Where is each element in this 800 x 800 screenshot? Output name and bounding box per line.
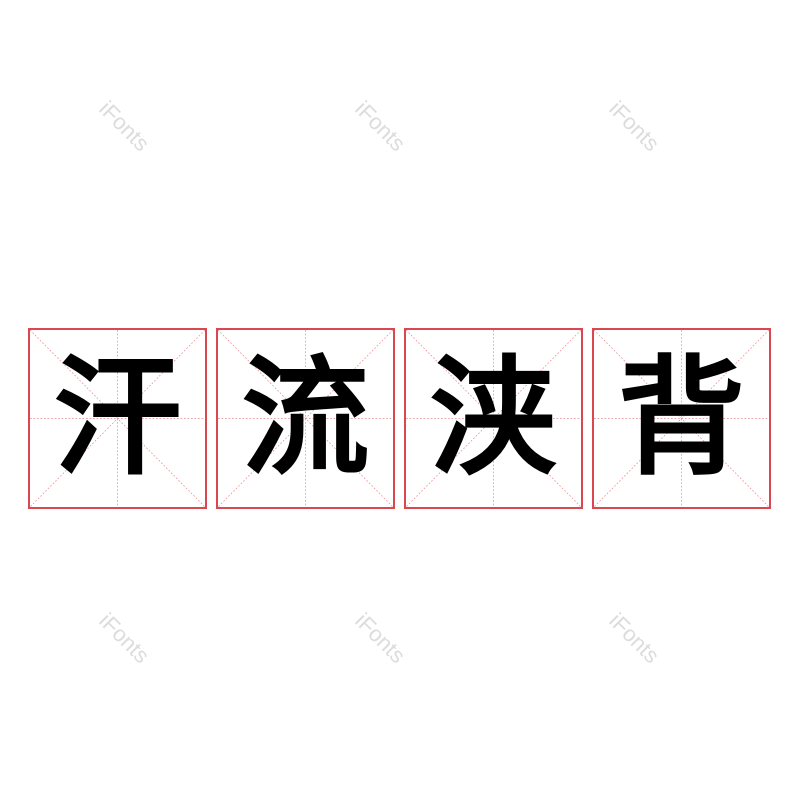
watermark: iFonts <box>94 96 155 157</box>
grid-guides-icon <box>406 330 581 507</box>
character-glyph: 背 <box>617 343 746 493</box>
character-glyph: 浃 <box>429 343 558 493</box>
character-glyph: 汗 <box>53 343 182 493</box>
character-grid-box: 流 <box>216 328 395 509</box>
character-row: 汗 流 浃 背 <box>28 328 771 509</box>
watermark: iFonts <box>94 608 155 669</box>
character-grid-box: 背 <box>592 328 771 509</box>
watermark: iFonts <box>350 608 411 669</box>
character-glyph: 流 <box>241 343 370 493</box>
watermark: iFonts <box>350 96 411 157</box>
watermark: iFonts <box>604 608 665 669</box>
grid-guides-icon <box>30 330 205 507</box>
character-grid-box: 浃 <box>404 328 583 509</box>
grid-guides-icon <box>218 330 393 507</box>
watermark: iFonts <box>604 96 665 157</box>
character-grid-box: 汗 <box>28 328 207 509</box>
grid-guides-icon <box>594 330 769 507</box>
